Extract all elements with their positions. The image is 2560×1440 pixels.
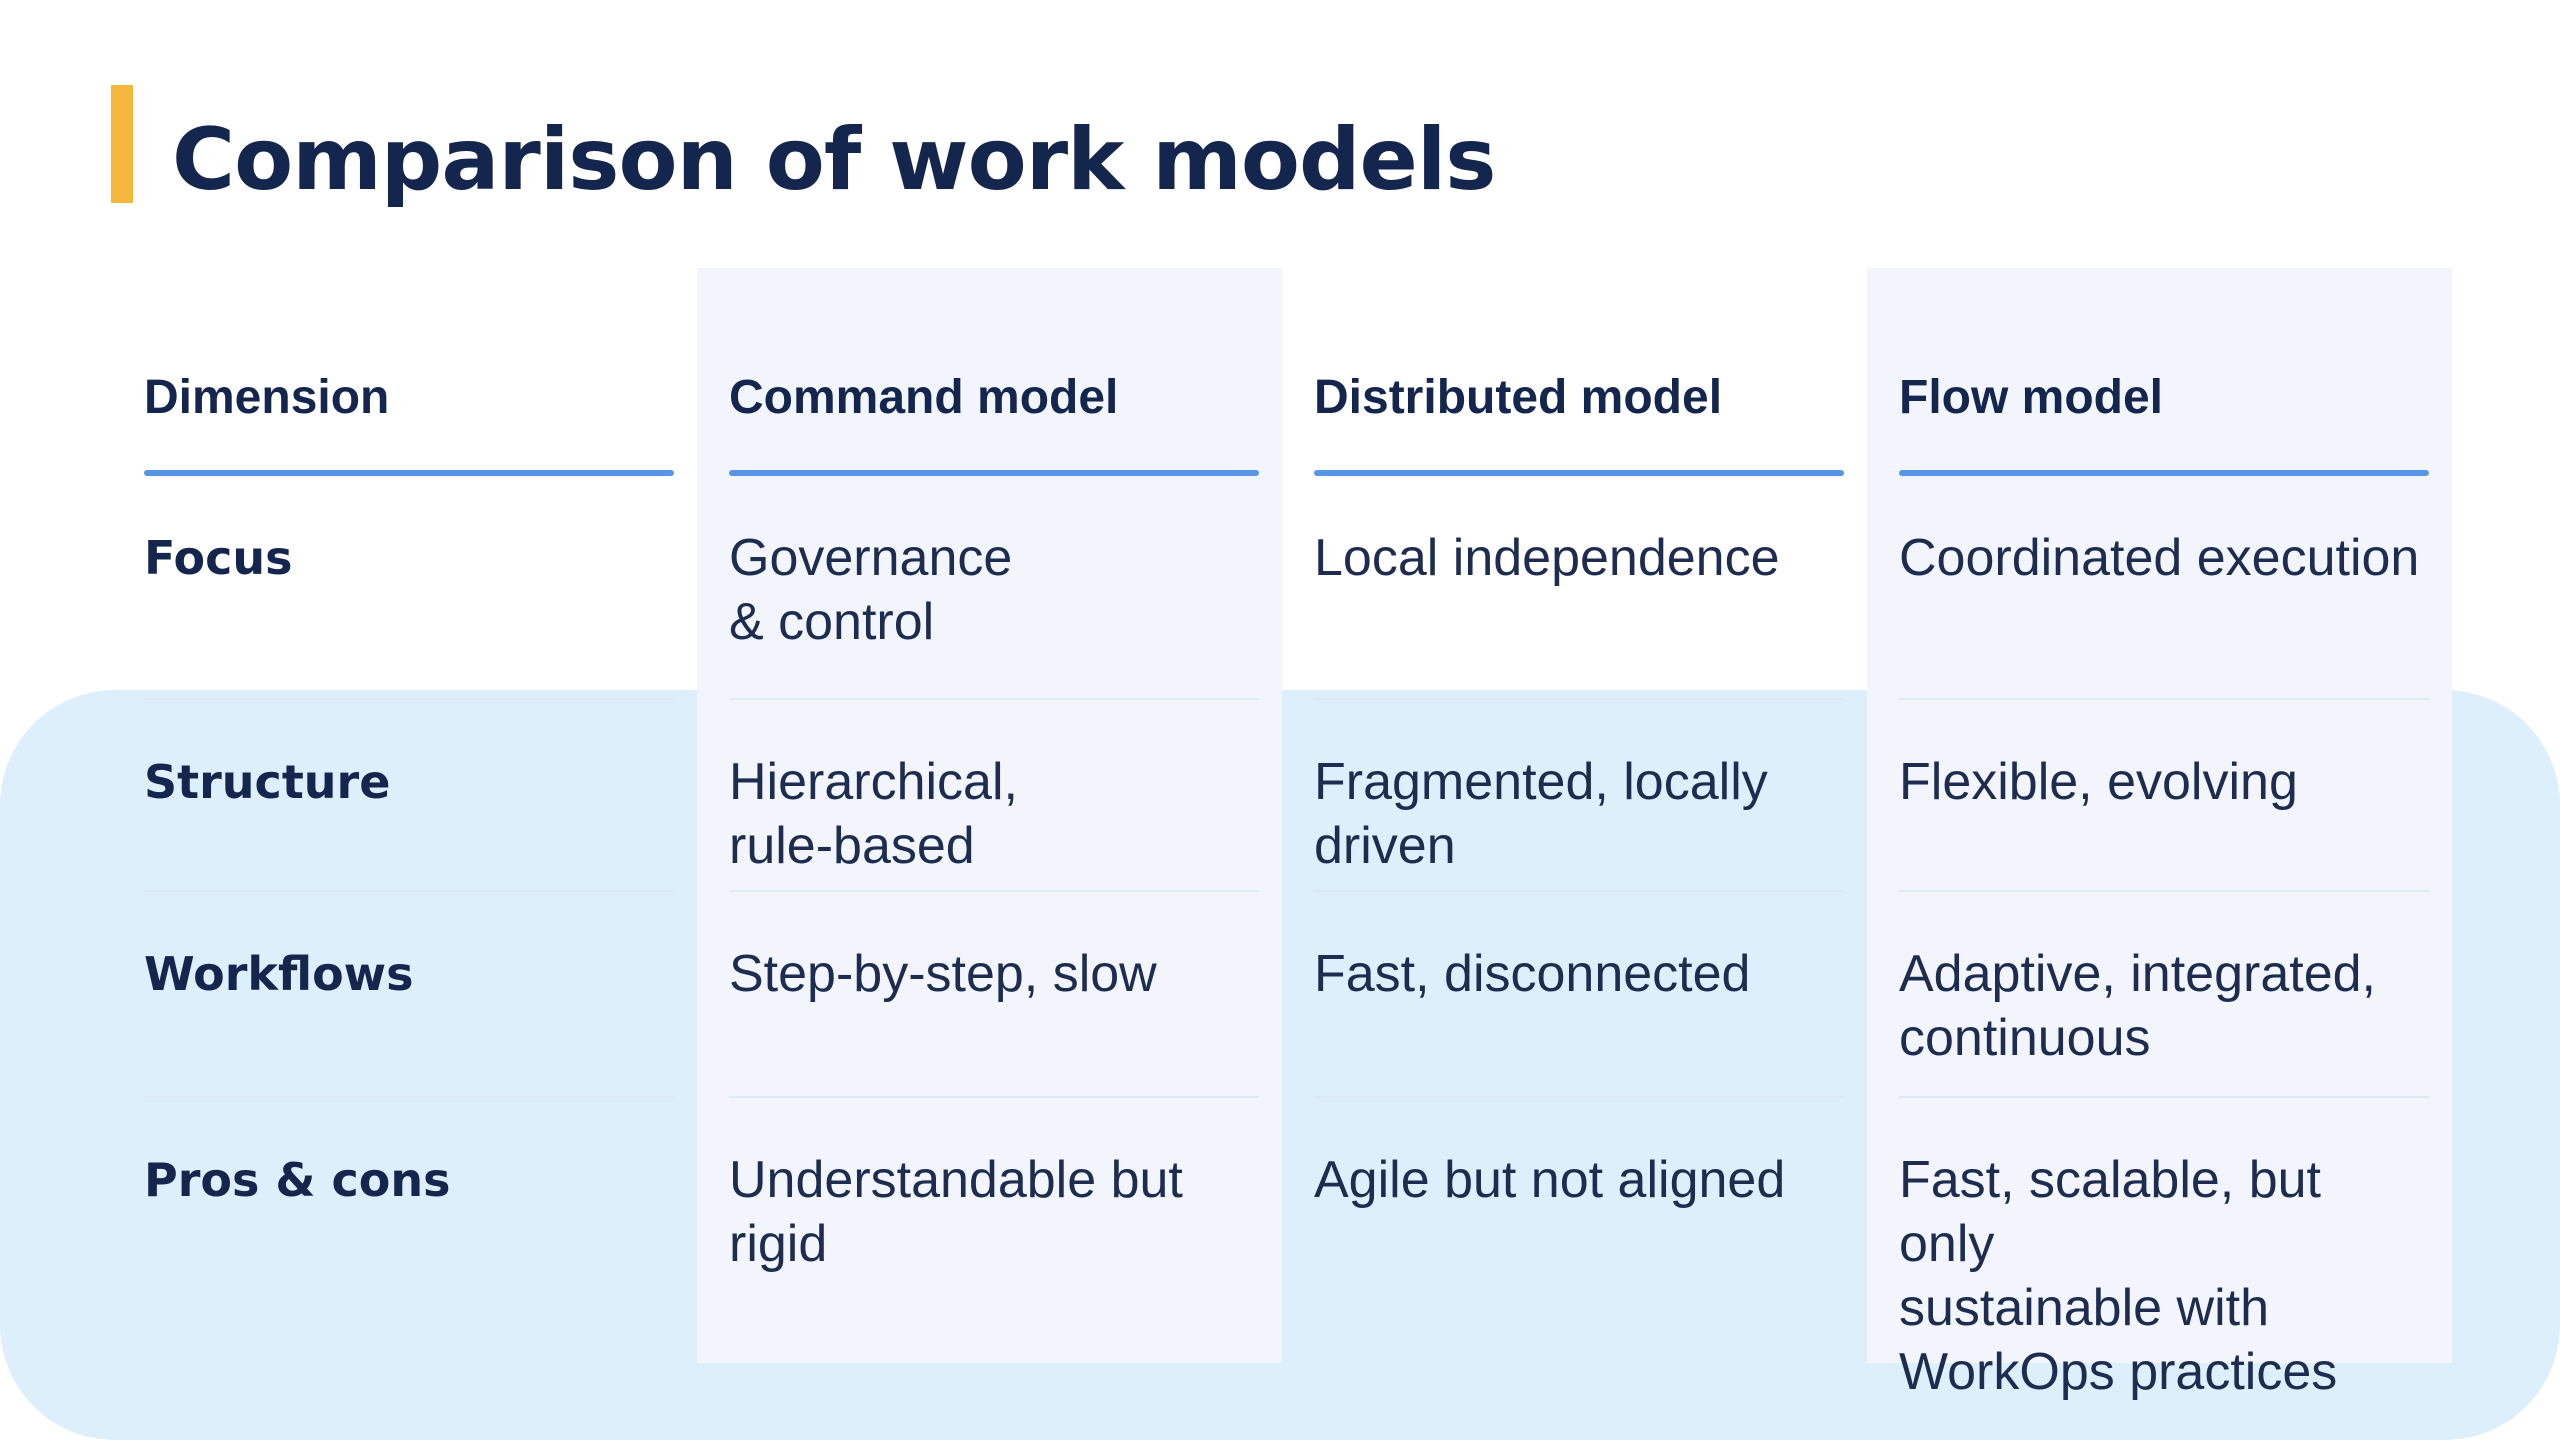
table-row: Agile but not aligned [1314,1098,1844,1363]
cell-command-structure: Hierarchical, rule-based [729,753,1018,875]
column-command-model: Command model Governance & control Hiera… [697,268,1282,1363]
table-row: Coordinated execution [1899,476,2429,700]
table-row: Step-by-step, slow [729,892,1259,1098]
column-flow-model: Flow model Coordinated execution Flexibl… [1867,268,2452,1401]
table-row: Fragmented, locally driven [1314,700,1844,892]
table-row: Flexible, evolving [1899,700,2429,892]
cell-distributed-pros-cons: Agile but not aligned [1314,1151,1786,1209]
column-header-flow-model: Flow model [1899,371,2163,424]
title-accent-bar [111,85,133,203]
column-header-distributed-model: Distributed model [1314,371,1723,424]
table-row: Structure [144,700,674,892]
column-header-dimension: Dimension [144,371,390,424]
cell-command-workflows: Step-by-step, slow [729,945,1157,1003]
table-row: Local independence [1314,476,1844,700]
cell-flow-pros-cons: Fast, scalable, but only sustainable wit… [1899,1151,2338,1401]
page-title: Comparison of work models [172,110,1496,210]
column-header-command-model: Command model [729,371,1119,424]
cell-command-pros-cons: Understandable but rigid [729,1151,1183,1273]
cell-distributed-structure: Fragmented, locally driven [1314,753,1768,875]
table-row: Focus [144,476,674,700]
header-underline [1314,470,1844,476]
header-underline [1899,470,2429,476]
table-row: Fast, scalable, but only sustainable wit… [1899,1098,2429,1401]
table-row: Hierarchical, rule-based [729,700,1259,892]
row-label-pros-cons: Pros & cons [144,1153,451,1207]
comparison-table: Dimension Focus Structure Workflows Pros… [112,268,2452,1401]
cell-command-focus: Governance & control [729,529,1013,651]
header-underline [729,470,1259,476]
row-label-workflows: Workflows [144,947,414,1001]
cell-flow-workflows: Adaptive, integrated, continuous [1899,945,2376,1067]
header-underline [144,470,674,476]
cell-flow-structure: Flexible, evolving [1899,753,2298,811]
table-row: Fast, disconnected [1314,892,1844,1098]
cell-distributed-workflows: Fast, disconnected [1314,945,1751,1003]
row-label-structure: Structure [144,755,391,809]
table-row: Pros & cons [144,1098,674,1363]
table-row: Adaptive, integrated, continuous [1899,892,2429,1098]
cell-flow-focus: Coordinated execution [1899,529,2420,587]
table-row: Workflows [144,892,674,1098]
row-label-focus: Focus [144,531,293,585]
table-row: Understandable but rigid [729,1098,1259,1363]
table-row: Governance & control [729,476,1259,700]
column-distributed-model: Distributed model Local independence Fra… [1282,268,1867,1363]
cell-distributed-focus: Local independence [1314,529,1780,587]
column-dimension: Dimension Focus Structure Workflows Pros… [112,268,697,1363]
